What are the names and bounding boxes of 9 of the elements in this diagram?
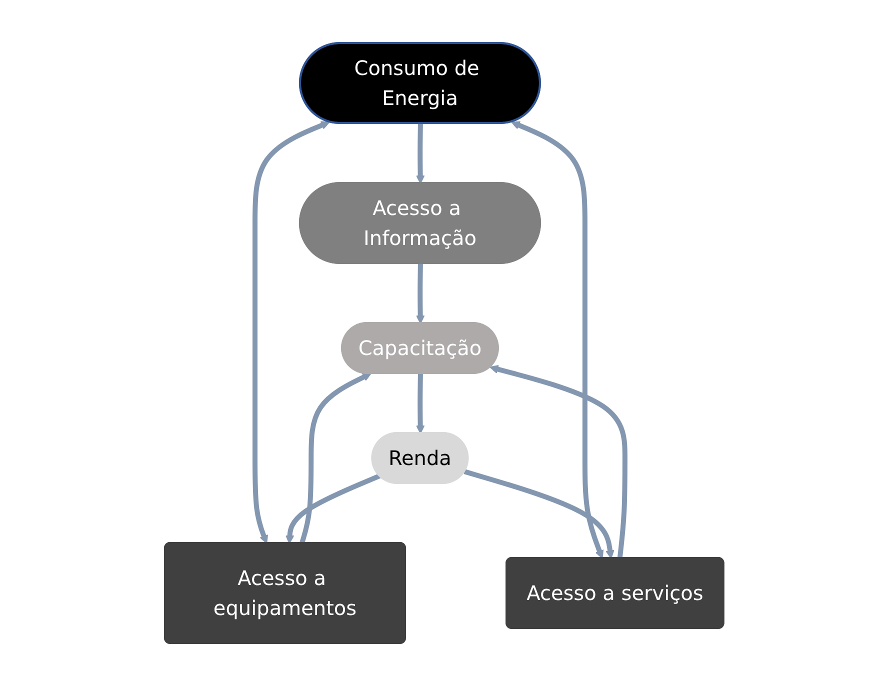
arrow [489, 364, 628, 558]
arrow [252, 120, 330, 544]
arrow [511, 120, 604, 558]
arrow [416, 372, 425, 434]
arrow [464, 468, 614, 558]
arrow [416, 262, 425, 324]
arrow [416, 122, 425, 184]
arrow [285, 473, 381, 544]
arrow [299, 372, 372, 544]
